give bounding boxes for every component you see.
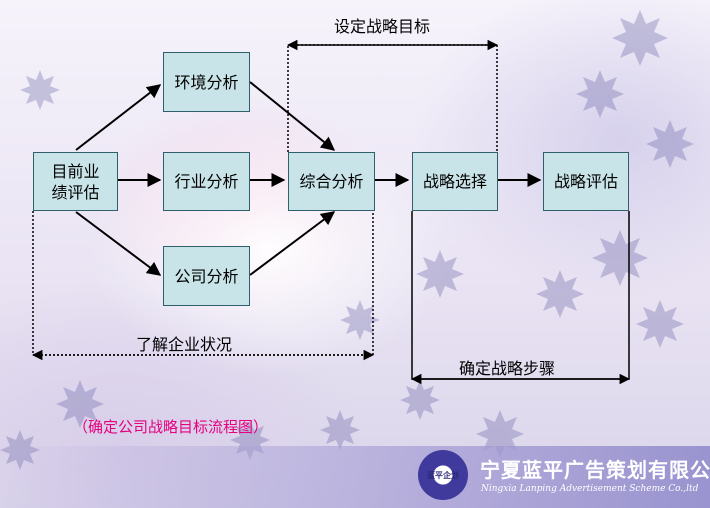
node-strategy-selection: 战略选择 [412, 152, 498, 211]
company-name-en: Ningxia Lanping Advertisement Scheme Co.… [481, 484, 699, 494]
node-company-analysis: 公司分析 [163, 246, 250, 306]
company-footer-band [0, 446, 710, 508]
node-industry-analysis: 行业分析 [163, 152, 250, 211]
logo-text: 蓝平企划 [427, 470, 459, 480]
node-current-performance: 目前业 绩评估 [33, 152, 118, 211]
node-comprehensive-analysis: 综合分析 [288, 152, 375, 211]
node-environment-analysis: 环境分析 [163, 52, 250, 112]
label-set-goals: 设定战略目标 [334, 17, 431, 36]
label-define-steps: 确定战略步骤 [459, 359, 556, 378]
company-name-cn: 宁夏蓝平广告策划有限公司 [480, 458, 710, 482]
arrow-environment-to-comprehensive [249, 81, 336, 151]
label-understand-status: 了解企业状况 [136, 335, 233, 354]
arrow-company-to-comprehensive [249, 211, 336, 276]
node-strategy-evaluation: 战略评估 [543, 152, 629, 211]
company-logo: 蓝平企划 [418, 450, 468, 500]
bracket-set-goals [287, 44, 498, 152]
diagram-caption: （确定公司战略目标流程图） [73, 418, 269, 436]
arrow-performance-to-environment [75, 84, 162, 151]
arrow-performance-to-company [75, 211, 162, 276]
bracket-define-steps [411, 211, 630, 380]
